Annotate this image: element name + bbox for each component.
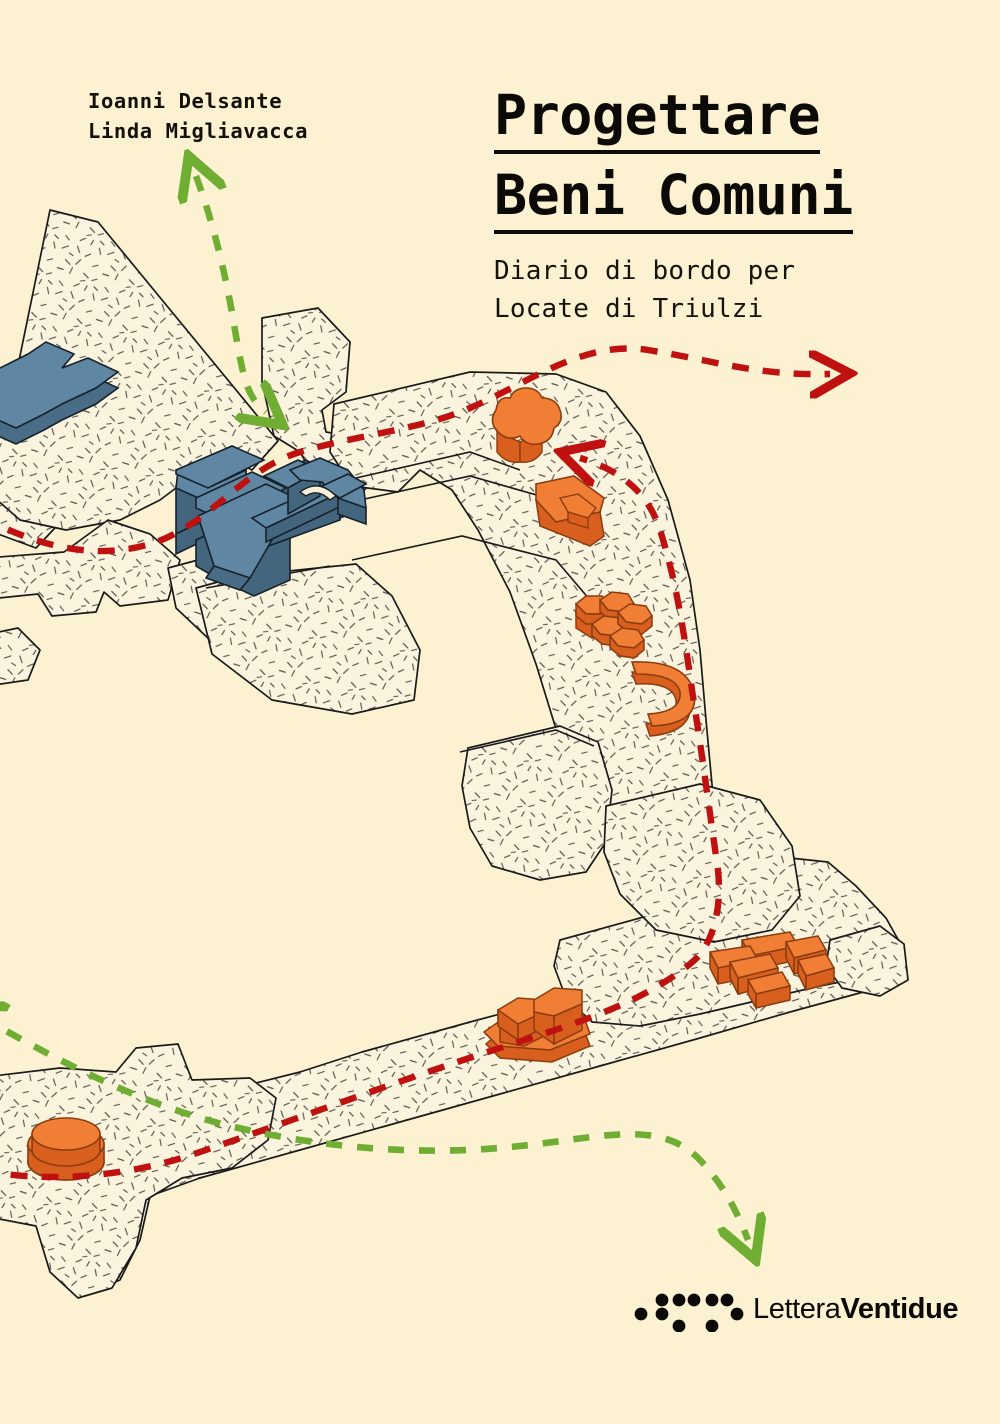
intervention-hexagon-cluster <box>574 591 653 659</box>
route-green-dashed-south <box>0 1016 748 1240</box>
intervention-curved-arc <box>630 661 696 737</box>
route-red-dashed-south <box>0 458 723 1181</box>
publisher-name-regular: Lettera <box>753 1292 841 1325</box>
route-green-dashed-north <box>196 176 266 412</box>
page-title-line-2: Beni Comuni <box>494 162 853 234</box>
publisher-name: LetteraVentidue <box>753 1292 959 1326</box>
intervention-long-bench <box>535 475 605 547</box>
intervention-round-disc <box>27 1117 105 1181</box>
publisher-logo: LetteraVentidue <box>634 1286 959 1332</box>
publisher-name-bold: Ventidue <box>840 1292 959 1325</box>
subtitle: Diario di bordo per Locate di Triulzi <box>494 256 796 324</box>
title-block: Progettare Beni Comuni <box>494 82 934 242</box>
route-red-dashed <box>0 345 830 555</box>
building-central-complex <box>175 445 368 597</box>
intervention-scattered-bars <box>708 931 836 1011</box>
braille-dots-icon <box>634 1293 744 1332</box>
authors: Ioanni Delsante Linda Migliavacca <box>88 89 309 143</box>
plot-divider-lines <box>107 451 595 753</box>
page-title-line-1: Progettare <box>494 82 821 154</box>
building-north <box>0 341 120 445</box>
ground-plots <box>0 209 909 1299</box>
intervention-trefoil-cluster <box>491 387 562 463</box>
intervention-block-platform <box>482 987 591 1063</box>
